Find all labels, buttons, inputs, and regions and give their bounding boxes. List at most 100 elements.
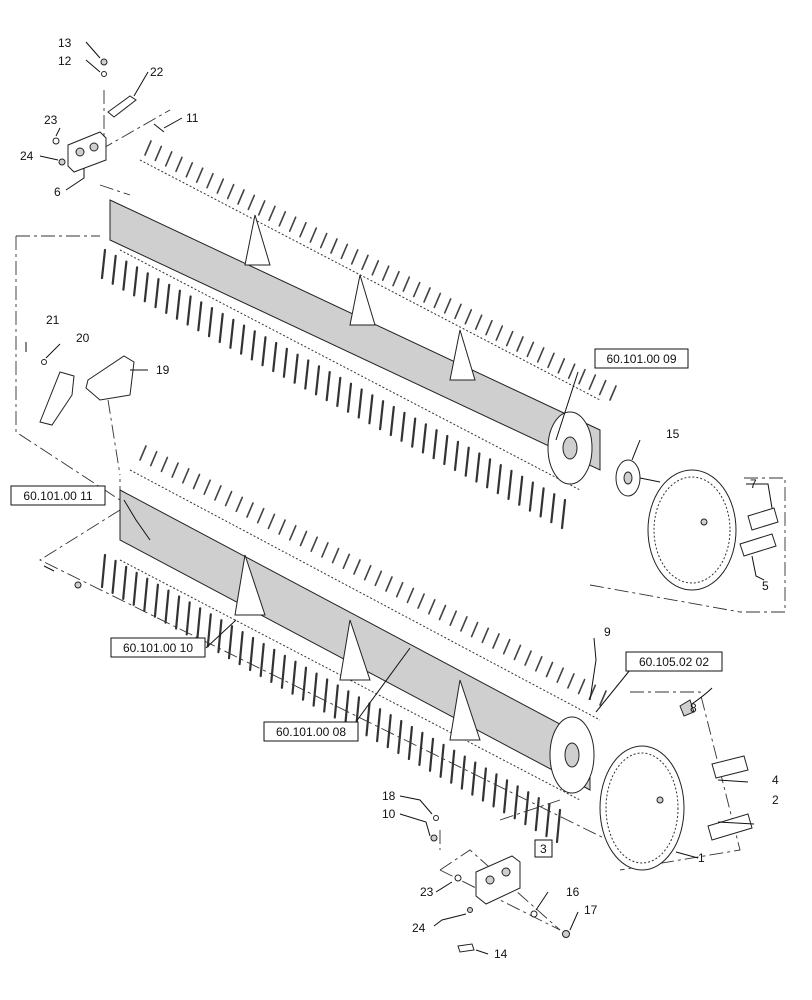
upper-reel-tine xyxy=(371,260,380,276)
upper-reel-tine xyxy=(304,359,310,390)
lower-reel-tine xyxy=(171,462,179,478)
callout-1: 1 xyxy=(698,851,705,865)
lower-reel-tine xyxy=(599,690,607,706)
part-7-plate xyxy=(747,507,779,531)
part-4-plate xyxy=(711,755,749,779)
upper-reel-tine xyxy=(346,382,353,413)
lower-reel-tine xyxy=(439,743,445,778)
upper-reel-tine xyxy=(412,281,421,298)
upper-reel-tine xyxy=(454,303,462,320)
upper-reel-tine xyxy=(197,301,203,332)
upper-reel-support-arm-2 xyxy=(349,274,376,326)
lower-reel-tine xyxy=(323,678,329,713)
lower-reel-tine xyxy=(249,636,255,672)
upper-reel-tine xyxy=(495,325,504,341)
part-3-lower-bearing-bracket xyxy=(475,855,521,905)
lower-reel-tine xyxy=(299,530,308,547)
upper-reel-tine xyxy=(185,162,194,178)
callout-4: 4 xyxy=(772,773,779,787)
lower-reel-tine xyxy=(567,673,575,689)
lower-reel-tine xyxy=(418,731,424,766)
lower-reel-tine xyxy=(450,749,456,784)
part-10-nut xyxy=(430,834,438,842)
upper-reel-assembly xyxy=(100,140,617,530)
callout-14: 14 xyxy=(494,947,508,961)
upper-reel-tine xyxy=(361,254,369,271)
lower-reel-tine xyxy=(365,702,371,737)
upper-reel-tine xyxy=(164,151,173,167)
lower-reel-tine xyxy=(270,648,276,683)
lower-reel-tine xyxy=(492,773,498,808)
part-24-bolt-lower xyxy=(467,907,473,913)
lower-reel-tine xyxy=(153,583,159,618)
lower-reel-tine xyxy=(100,553,107,589)
lower-reel-tine xyxy=(185,601,191,636)
lower-reel-tine xyxy=(556,667,564,683)
upper-reel-tine xyxy=(379,400,385,431)
callout-8: 8 xyxy=(690,701,697,715)
upper-reel-tine xyxy=(207,307,214,338)
upper-reel-tine xyxy=(578,368,586,385)
upper-reel-tine xyxy=(400,411,406,442)
part-17-nut xyxy=(562,930,570,938)
callout-12: 12 xyxy=(58,54,72,68)
lower-reel-hub-center xyxy=(564,742,580,768)
upper-reel-tine xyxy=(474,314,483,330)
upper-reel-tine xyxy=(268,205,276,222)
upper-reel-tine xyxy=(560,498,567,530)
ref-box-r08 xyxy=(263,721,359,742)
ref-label-r11: 60.101.00 11 xyxy=(23,489,93,503)
upper-reel-tine xyxy=(195,167,204,183)
lower-reel-tine xyxy=(460,755,466,790)
upper-reel-tine xyxy=(381,265,390,281)
lower-reel-tine xyxy=(524,791,530,826)
lower-reel-tine xyxy=(224,490,233,507)
lower-reel-tine xyxy=(386,714,392,749)
lower-reel-tine xyxy=(217,619,223,654)
callout-23-lower: 23 xyxy=(420,885,434,899)
callout-2: 2 xyxy=(772,793,779,807)
lower-reel-top-tines xyxy=(139,445,607,706)
upper-reel-tine xyxy=(557,358,566,374)
upper-reel-tine xyxy=(528,481,534,512)
part-14-clip xyxy=(457,943,475,953)
upper-reel-tine xyxy=(411,417,417,448)
callout-numbers: 13 12 22 23 11 24 6 21 20 19 15 7 5 9 8 … xyxy=(20,36,779,961)
callout-9: 9 xyxy=(604,625,611,639)
part-24-bolt-upper xyxy=(58,158,66,166)
lower-reel-tine xyxy=(417,593,425,609)
lower-reel-tine xyxy=(385,576,393,592)
lower-reel-tine xyxy=(524,650,532,666)
lower-reel-tine xyxy=(278,519,286,535)
upper-reel-tine xyxy=(340,243,349,260)
lower-reel-tine xyxy=(395,581,404,598)
upper-reel-tine xyxy=(421,423,427,454)
lower-reel-tine xyxy=(374,570,383,587)
upper-reel-tine xyxy=(299,221,307,238)
part-19-bracket xyxy=(85,355,135,401)
upper-bearing-bracket xyxy=(67,131,107,173)
lower-reel-tine xyxy=(196,607,202,642)
part-2-plate xyxy=(707,813,753,841)
upper-reel-tine xyxy=(609,385,617,401)
lower-reel-tine xyxy=(259,642,265,678)
lower-end-disc xyxy=(599,745,685,871)
part-8-sensor xyxy=(679,687,713,717)
callout-leaders xyxy=(39,41,773,955)
upper-reel-tine xyxy=(518,475,524,506)
upper-reel-tine xyxy=(133,266,139,297)
upper-reel-tine xyxy=(309,227,318,243)
upper-reel-tine xyxy=(226,183,235,200)
callout-16: 16 xyxy=(566,885,580,899)
upper-reel-tine xyxy=(272,341,278,373)
callout-20: 20 xyxy=(76,331,90,345)
lower-reel-tine xyxy=(460,616,468,632)
part-12-washer xyxy=(101,71,107,77)
upper-reel-tine xyxy=(261,336,267,367)
upper-reel-tine xyxy=(154,145,163,162)
upper-reel-tine xyxy=(336,376,342,407)
upper-reel-support-arm-1 xyxy=(244,214,271,266)
upper-reel-tine xyxy=(154,278,160,309)
upper-reel-tine xyxy=(350,249,359,265)
upper-reel-tine xyxy=(314,365,321,396)
